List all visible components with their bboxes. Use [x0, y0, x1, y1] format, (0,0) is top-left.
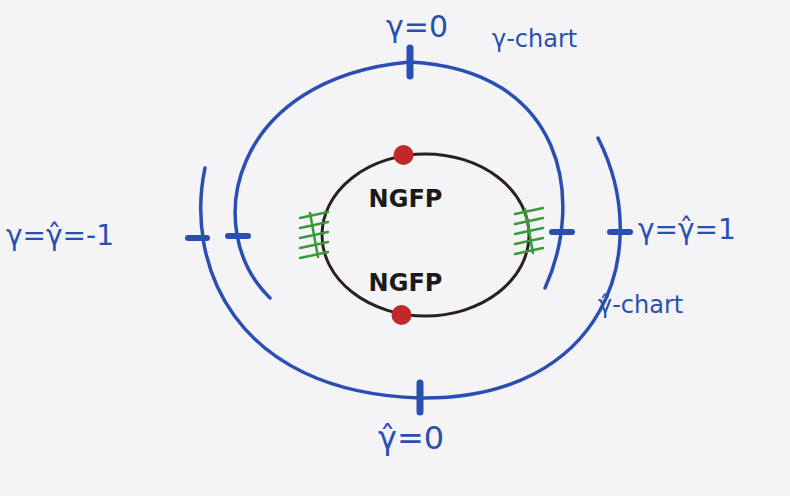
chart-name: γ̂-chart: [598, 292, 683, 320]
node-label: NGFP: [298, 270, 513, 298]
chart-value: γ=0: [386, 10, 448, 45]
tick-mark: [407, 48, 414, 76]
chart-value: γ=γ̂=1: [638, 214, 736, 246]
tick-mark: [610, 229, 630, 235]
tick-mark: [228, 233, 248, 239]
node-label: NGFP: [298, 186, 513, 214]
red-dot: [394, 145, 414, 165]
red-dot: [392, 305, 412, 325]
green-spring: [515, 208, 543, 254]
tick-mark: [188, 235, 207, 241]
green-spring: [300, 212, 328, 258]
gamma-chart-arc: [235, 62, 563, 298]
tick-mark: [552, 229, 572, 235]
tick-mark: [417, 383, 424, 412]
gamma-hat-chart-arc: [201, 138, 621, 398]
chart-name: γ-chart: [492, 26, 577, 54]
chart-value: γ̂=0: [378, 420, 444, 457]
fixed-point-circle: NGFPNGFP: [318, 150, 533, 320]
chart-value: γ=γ̂=-1: [6, 220, 114, 252]
